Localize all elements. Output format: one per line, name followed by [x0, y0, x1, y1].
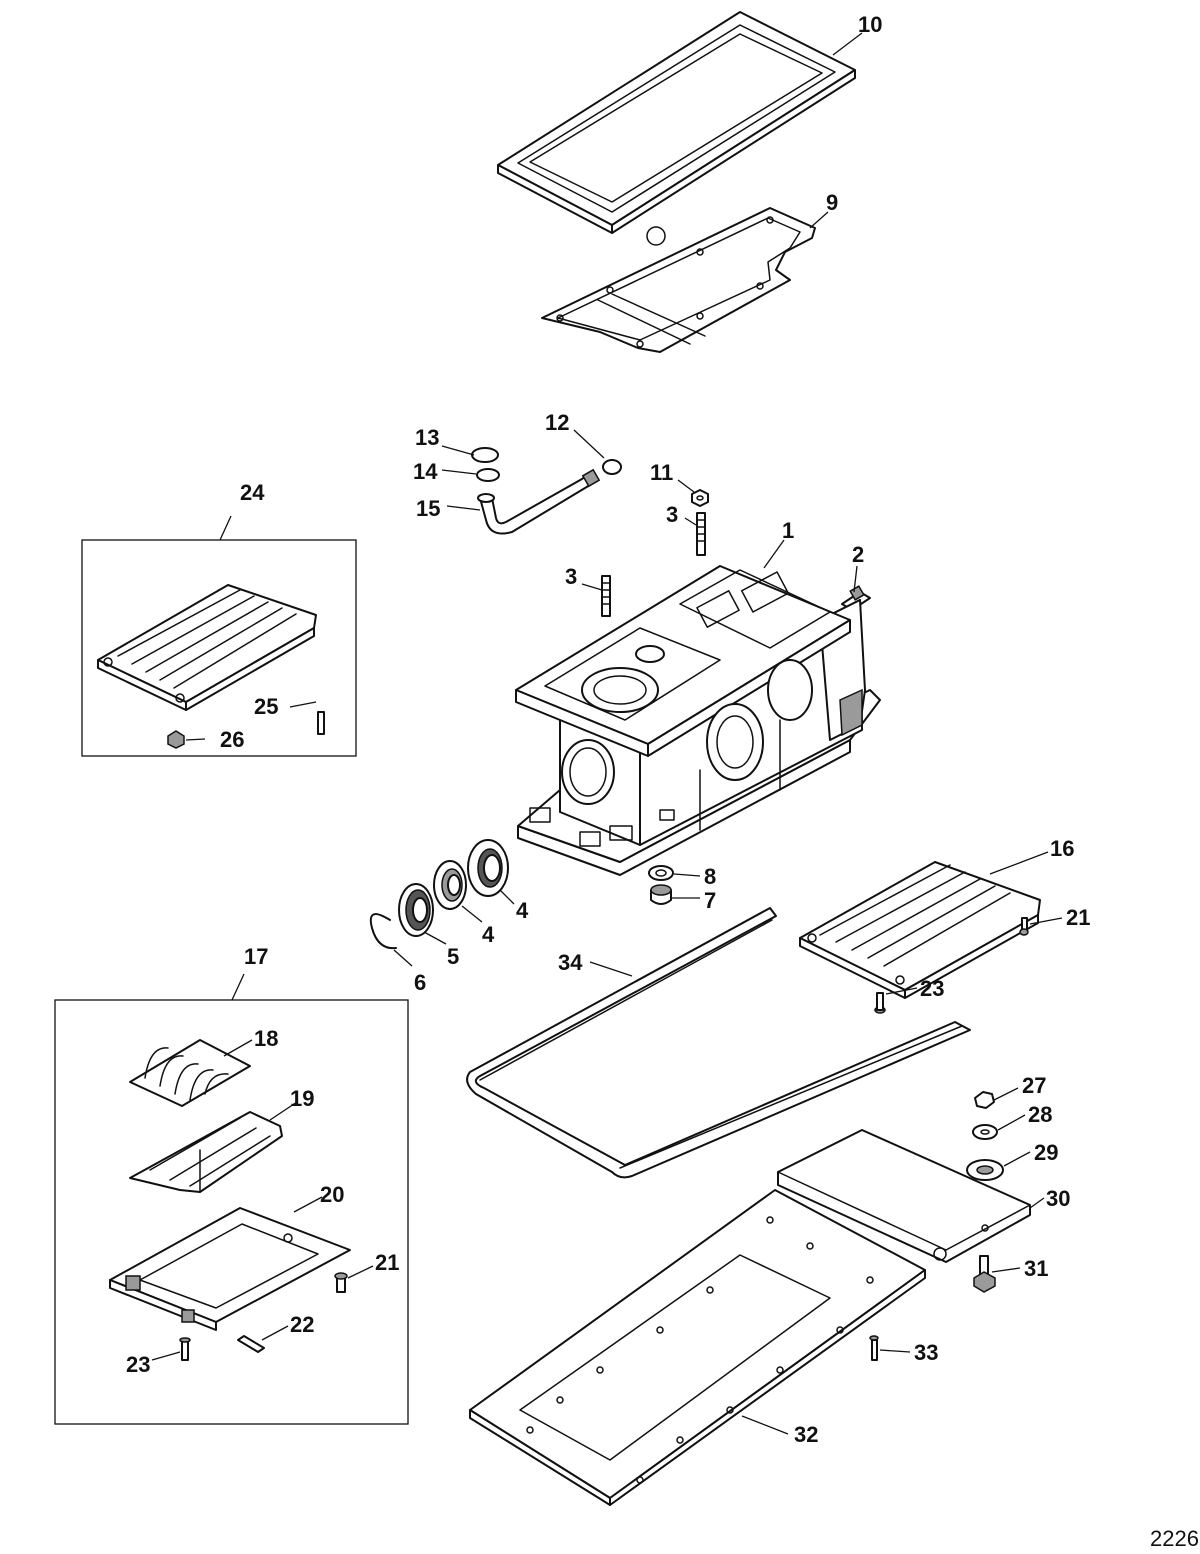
- callout-labels: 10 9 13 14 15 12 11 3 1 2 3 24 25 26 8 7…: [126, 12, 1090, 1447]
- part-1-housing: [515, 565, 881, 876]
- part-7-drain-plug: [650, 884, 672, 905]
- part-21-screw-right: [1019, 917, 1029, 936]
- part-33-screw: [869, 1335, 879, 1361]
- callout-4-rear: 4: [516, 898, 529, 923]
- callout-4-front: 4: [482, 922, 495, 947]
- part-23-screw-right: [874, 992, 886, 1014]
- callout-21-kit: 21: [375, 1250, 399, 1275]
- part-5-bearing: [398, 883, 434, 937]
- part-3-stud-upper: [696, 512, 706, 556]
- part-15-tube: [477, 468, 601, 535]
- part-32-base-plate: [469, 1189, 926, 1506]
- part-3-stud-lower: [601, 575, 611, 617]
- callout-3-lower: 3: [565, 564, 577, 589]
- callout-18: 18: [254, 1026, 278, 1051]
- part-6-snap-ring: [369, 913, 397, 950]
- callout-33: 33: [914, 1340, 938, 1365]
- callout-31: 31: [1024, 1256, 1048, 1281]
- callout-12: 12: [545, 410, 569, 435]
- part-30-plate: [777, 1129, 1031, 1263]
- callout-9: 9: [826, 190, 838, 215]
- part-13-o-ring: [471, 447, 499, 463]
- callout-27: 27: [1022, 1073, 1046, 1098]
- part-27-nut: [974, 1091, 995, 1109]
- callout-34: 34: [558, 950, 583, 975]
- part-11-nut: [691, 489, 709, 507]
- callout-11: 11: [650, 460, 673, 485]
- callout-26: 26: [220, 727, 244, 752]
- part-29-washer: [966, 1159, 1004, 1181]
- callout-23-right: 23: [920, 976, 944, 1001]
- part-4-seal-front: [433, 860, 467, 910]
- callout-22: 22: [290, 1312, 314, 1337]
- callout-15: 15: [416, 496, 440, 521]
- part-34-seal-strip: [466, 907, 971, 1179]
- kit-24-box: [81, 539, 357, 757]
- callout-19: 19: [290, 1086, 314, 1111]
- leader-lines: [151, 32, 1063, 1435]
- callout-17: 17: [244, 944, 268, 969]
- callout-23-kit: 23: [126, 1352, 150, 1377]
- callout-32: 32: [794, 1422, 818, 1447]
- kit-17-box: [54, 999, 409, 1425]
- callout-29: 29: [1034, 1140, 1058, 1165]
- part-9-gasket: [541, 207, 816, 353]
- callout-20: 20: [320, 1182, 344, 1207]
- callout-24: 24: [240, 480, 265, 505]
- callout-14: 14: [413, 459, 438, 484]
- callout-2: 2: [852, 542, 864, 567]
- callout-1: 1: [782, 518, 794, 543]
- part-28-washer: [972, 1124, 998, 1140]
- callout-5: 5: [447, 944, 459, 969]
- part-16-grate: [799, 861, 1041, 999]
- part-10-cover-frame: [497, 11, 856, 234]
- callout-21-right: 21: [1066, 905, 1090, 930]
- callout-6: 6: [414, 970, 426, 995]
- callout-28: 28: [1028, 1102, 1052, 1127]
- part-12-o-ring: [602, 459, 622, 475]
- figure-number: 2226: [1150, 1526, 1199, 1551]
- callout-30: 30: [1046, 1186, 1070, 1211]
- callout-8: 8: [704, 864, 716, 889]
- callout-7: 7: [704, 888, 716, 913]
- callout-13: 13: [415, 425, 439, 450]
- callout-3-upper: 3: [666, 502, 678, 527]
- part-4-seal-rear: [467, 839, 509, 897]
- part-31-bolt: [973, 1255, 996, 1293]
- part-14-o-ring: [476, 468, 500, 482]
- callout-25: 25: [254, 694, 278, 719]
- callout-10: 10: [858, 12, 882, 37]
- callout-16: 16: [1050, 836, 1074, 861]
- part-8-washer: [648, 865, 674, 881]
